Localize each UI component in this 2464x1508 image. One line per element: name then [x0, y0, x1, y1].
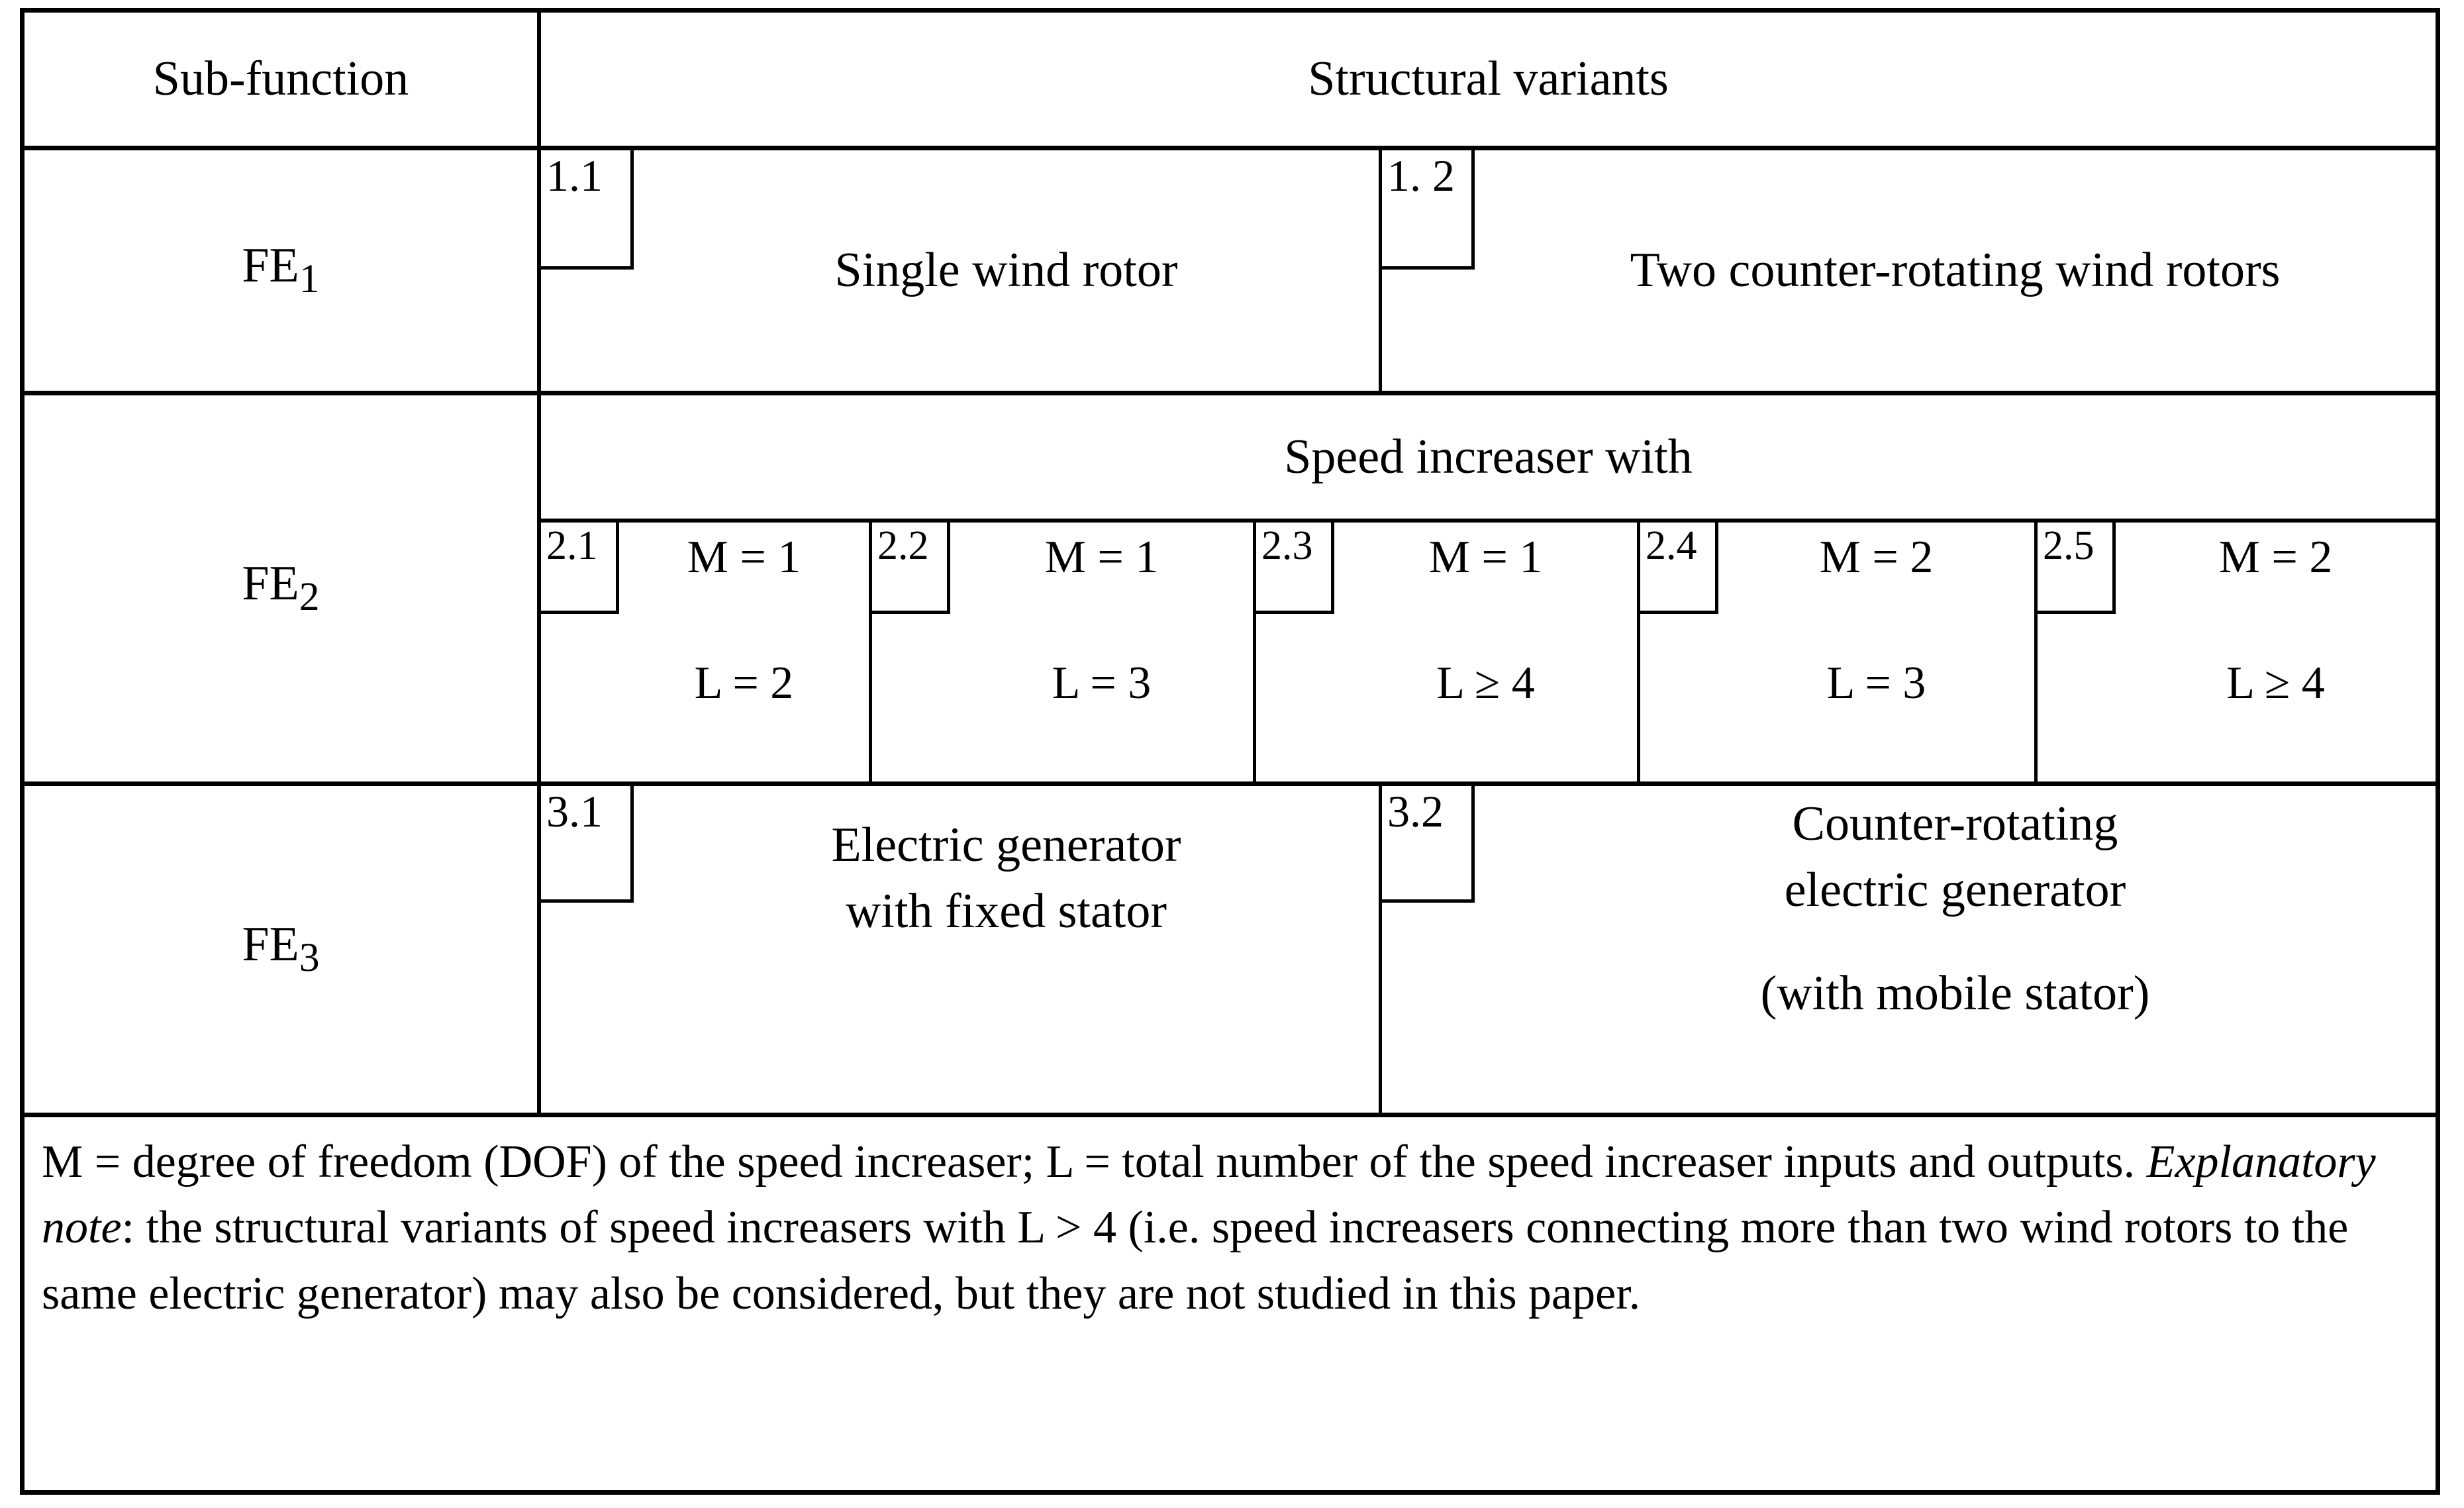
variant-tag-3-2: 3.2 [1382, 786, 1475, 903]
sub-function-index-fe1: 1 [299, 256, 320, 301]
header-sub-function-cell: Sub-function [25, 13, 541, 146]
variant-label-spacer-3-2 [1475, 924, 2436, 961]
variant-cell-1-1[interactable]: 1.1 Single wind rotor [541, 150, 1382, 391]
sub-function-cell-fe3: FE3 [25, 786, 541, 1113]
variant-cell-2-1[interactable]: 2.1 M = 1 L = 2 [541, 523, 872, 786]
sub-function-label-fe1: FE1 [242, 238, 320, 301]
variant-m-2-3: M = 1 [1428, 532, 1543, 583]
table-header-row: Sub-function Structural variants [25, 13, 2436, 150]
sub-function-header-label: Sub-function [152, 51, 409, 106]
variant-label-line-3-2-c: (with mobile stator) [1760, 966, 2150, 1021]
variant-tag-2-1: 2.1 [541, 523, 619, 614]
structural-variants-table: Sub-function Structural variants FE1 1.1… [20, 8, 2440, 1495]
variant-cell-2-5[interactable]: 2.5 M = 2 L ≥ 4 [2038, 523, 2436, 786]
variant-tag-3-1: 3.1 [541, 786, 634, 903]
variant-tag-1-1: 1.1 [541, 150, 634, 270]
variant-tag-2-2: 2.2 [872, 523, 950, 614]
sub-function-index-fe3: 3 [299, 934, 320, 980]
variant-values-2-5: M = 2 L ≥ 4 [2038, 523, 2436, 707]
table-footnote: M = degree of freedom (DOF) of the speed… [25, 1117, 2436, 1327]
variant-label-3-1: Electric generator with fixed stator [541, 786, 1379, 945]
table-row-fe3: FE3 3.1 Electric generator with fixed st… [25, 786, 2436, 1117]
variants-cell-fe2: Speed increaser with 2.1 M = 1 L = 2 [541, 395, 2436, 786]
footnote-part-1: M = degree of freedom (DOF) of the speed… [42, 1136, 2147, 1187]
variant-id-2-3: 2.3 [1261, 523, 1313, 568]
sub-function-cell-fe2: FE2 [25, 395, 541, 781]
sub-function-label-fe2: FE2 [242, 556, 320, 619]
header-structural-variants-cell: Structural variants [541, 13, 2436, 146]
variant-tag-2-4: 2.4 [1640, 523, 1718, 614]
variant-m-2-2: M = 1 [1044, 532, 1159, 583]
table-row-fe2: FE2 Speed increaser with 2.1 M = 1 L = 2 [25, 395, 2436, 786]
variant-m-2-1: M = 1 [687, 532, 801, 583]
variant-id-1-1: 1.1 [546, 150, 603, 201]
variant-cell-2-2[interactable]: 2.2 M = 1 L = 3 [872, 523, 1256, 786]
variant-label-line-3-1-b: with fixed stator [845, 883, 1167, 938]
variant-l-2-3: L ≥ 4 [1436, 658, 1535, 709]
variant-cell-2-4[interactable]: 2.4 M = 2 L = 3 [1640, 523, 2038, 786]
variant-cell-1-2[interactable]: 1. 2 Two counter-rotating wind rotors [1382, 150, 2436, 391]
variant-values-2-3: M = 1 L ≥ 4 [1256, 523, 1637, 707]
variant-label-1-2: Two counter-rotating wind rotors [1630, 242, 2281, 297]
variant-l-2-1: L = 2 [694, 658, 794, 709]
variant-label-line-3-2-a: Counter-rotating [1792, 797, 2118, 851]
variant-id-2-1: 2.1 [546, 523, 598, 568]
variant-m-2-4: M = 2 [1819, 532, 1934, 583]
variants-cell-fe3: 3.1 Electric generator with fixed stator… [541, 786, 2436, 1113]
table-row-fe1: FE1 1.1 Single wind rotor 1. 2 Two count… [25, 150, 2436, 395]
variant-tag-2-3: 2.3 [1256, 523, 1334, 614]
variant-tag-1-2: 1. 2 [1382, 150, 1475, 270]
variant-cell-3-1[interactable]: 3.1 Electric generator with fixed stator [541, 786, 1382, 1113]
variant-label-line-3-2-b: electric generator [1784, 862, 2126, 917]
variant-label-1-1: Single wind rotor [834, 242, 1178, 297]
variant-l-2-2: L = 3 [1052, 658, 1152, 709]
speed-increaser-group-title: Speed increaser with [541, 395, 2436, 523]
variant-tag-2-5: 2.5 [2038, 523, 2116, 614]
sub-function-label-fe3: FE3 [242, 917, 320, 980]
variant-values-2-1: M = 1 L = 2 [541, 523, 869, 707]
sub-function-index-fe2: 2 [299, 574, 320, 619]
variant-id-2-5: 2.5 [2043, 523, 2094, 568]
variant-label-3-2: Counter-rotating electric generator (wit… [1382, 786, 2436, 1027]
variant-m-2-5: M = 2 [2218, 532, 2333, 583]
variant-l-2-4: L = 3 [1826, 658, 1926, 709]
variant-id-3-2: 3.2 [1387, 786, 1444, 836]
variant-id-1-2: 1. 2 [1387, 150, 1455, 201]
footnote-emphasis: Explanatory note [42, 1136, 2376, 1254]
variant-id-2-2: 2.2 [877, 523, 929, 568]
speed-increaser-group-title-label: Speed increaser with [1284, 429, 1693, 484]
structural-variants-header-label: Structural variants [1308, 52, 1669, 106]
variant-id-2-4: 2.4 [1646, 523, 1697, 568]
variants-cell-fe1: 1.1 Single wind rotor 1. 2 Two counter-r… [541, 150, 2436, 391]
variant-cell-3-2[interactable]: 3.2 Counter-rotating electric generator … [1382, 786, 2436, 1113]
variant-label-line-3-1-a: Electric generator [831, 818, 1181, 872]
variant-cell-2-3[interactable]: 2.3 M = 1 L ≥ 4 [1256, 523, 1640, 786]
variant-id-3-1: 3.1 [546, 786, 603, 836]
variant-values-2-2: M = 1 L = 3 [872, 523, 1253, 707]
sub-function-cell-fe1: FE1 [25, 150, 541, 391]
variant-l-2-5: L ≥ 4 [2226, 658, 2325, 709]
footnote-part-2: : the structural variants of speed incre… [42, 1202, 2349, 1319]
variant-values-2-4: M = 2 L = 3 [1640, 523, 2034, 707]
